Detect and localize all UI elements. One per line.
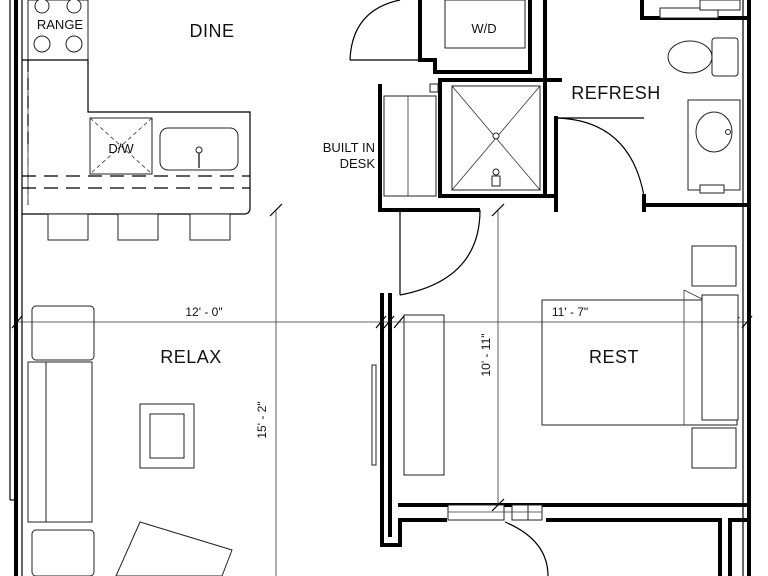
desk-label-line1: BUILT IN xyxy=(323,140,375,155)
dw-label: D/W xyxy=(108,141,134,156)
kitchen xyxy=(22,0,251,241)
dimension-relax-depth: 15' - 2" xyxy=(255,401,269,438)
doors xyxy=(349,0,645,576)
stool xyxy=(189,213,231,241)
room-label-refresh: REFRESH xyxy=(571,83,661,103)
bath-sink xyxy=(695,111,733,153)
dishwasher xyxy=(89,117,153,175)
dimension-lines xyxy=(11,203,753,576)
bedroom xyxy=(541,245,741,469)
desk-label-line2: DESK xyxy=(340,156,376,171)
room-label-relax: RELAX xyxy=(160,347,222,367)
dimension-rest-depth: 10' - 11" xyxy=(479,333,493,376)
dimension-rest-width: 11' - 7" xyxy=(552,305,588,319)
room-label-rest: REST xyxy=(589,347,639,367)
dimension-relax-width: 12' - 0" xyxy=(185,305,222,319)
toilet-bowl xyxy=(667,40,713,74)
washer-dryer xyxy=(444,0,526,49)
built-in-desk xyxy=(383,95,437,197)
toilet xyxy=(711,37,739,77)
range-label: RANGE xyxy=(37,17,84,32)
living xyxy=(27,305,233,576)
nightstand xyxy=(691,245,737,287)
nightstand xyxy=(691,427,737,469)
accent-chair xyxy=(115,521,233,576)
pillow xyxy=(701,294,739,421)
stool xyxy=(47,213,89,241)
bathroom xyxy=(659,0,741,194)
stool xyxy=(117,213,159,241)
utility xyxy=(383,0,541,197)
room-label-dine: DINE xyxy=(189,21,234,41)
wd-label: W/D xyxy=(471,21,496,36)
